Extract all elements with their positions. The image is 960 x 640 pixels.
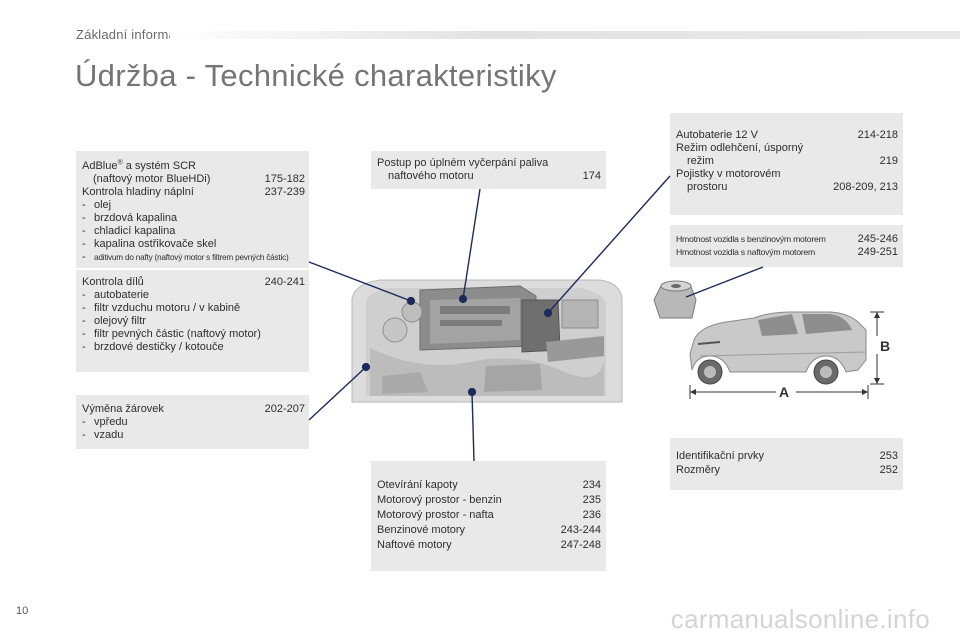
length-dimension-label: A (779, 384, 789, 400)
fuel-line1: Postup po úplném vyčerpání paliva (377, 157, 549, 169)
fuses-line: Pojistky v motorovém (676, 168, 781, 180)
callout-dot (361, 362, 371, 372)
engine-bay-illustration (351, 279, 623, 403)
height-dimension-label: B (880, 338, 890, 354)
callout-line-fuel (462, 188, 481, 300)
list-item: -vpředu (82, 416, 128, 428)
list-item: -kapalina ostřikovače skel (82, 238, 217, 250)
list-item: -autobaterie (82, 289, 150, 301)
callout-dot (458, 294, 468, 304)
callout-dot (467, 387, 477, 397)
list-item: -brzdové destičky / kotouče (82, 341, 224, 353)
callout-dot (543, 308, 553, 318)
eco-mode-line: Režim odlehčení, úsporný (676, 142, 804, 154)
list-item: -aditivum do nafty (naftový motor s filt… (82, 251, 289, 263)
list-item: -filtr pevných částic (naftový motor) (82, 328, 261, 340)
callout-line-fluids (308, 261, 412, 302)
section-label: Základní informace (76, 27, 191, 42)
callout-dot (406, 296, 416, 306)
header-bar (170, 31, 960, 39)
list-item: -olej (82, 199, 112, 211)
watermark: carmanualsonline.info (670, 604, 930, 634)
list-item: -brzdová kapalina (82, 212, 178, 224)
list-item: -olejový filtr (82, 315, 146, 327)
callout-lines (308, 175, 764, 462)
callout-line-engine (471, 391, 475, 462)
priming-pump-illustration (653, 280, 697, 319)
callout-line-bulbs (308, 366, 367, 421)
adblue-title: AdBlue® a systém SCR (82, 159, 197, 172)
adblue-box: AdBlue® a systém SCR (naftový motor Blue… (76, 151, 309, 268)
list-item: -chladicí kapalina (82, 225, 176, 237)
page-number: 10 (16, 605, 29, 617)
fuel-box: Postup po úplném vyčerpání paliva naftov… (371, 151, 606, 189)
page-title: Údržba - Technické charakteristiky (75, 58, 557, 93)
list-item: -vzadu (82, 429, 124, 441)
callout-line-battery (547, 175, 671, 314)
callout-line-pump (685, 266, 764, 298)
list-item: -filtr vzduchu motoru / v kabině (82, 302, 241, 314)
adblue-subtitle-row: (naftový motor BlueHDi)175-182 (93, 173, 305, 185)
car-side-illustration: A B (689, 311, 890, 400)
